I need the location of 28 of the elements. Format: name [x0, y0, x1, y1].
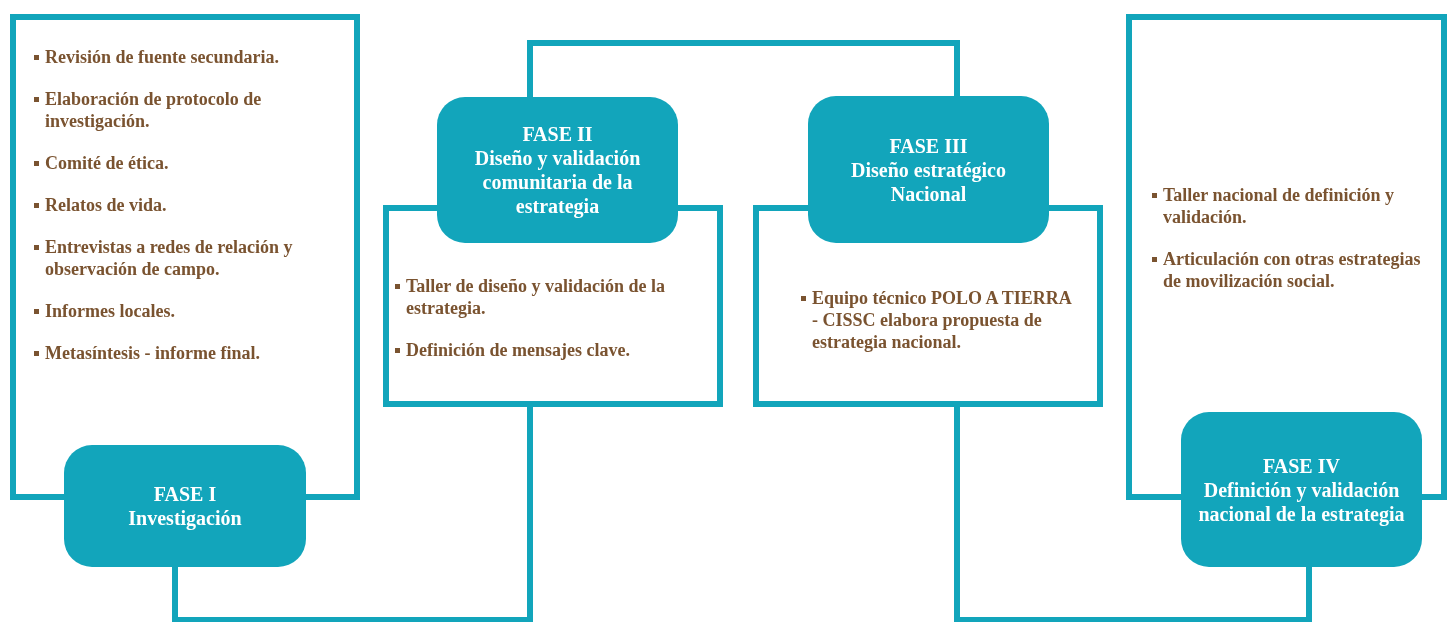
phase-badge	[808, 96, 1049, 243]
activity-text: Metasíntesis - informe final.	[45, 342, 260, 364]
connector-line	[954, 407, 1312, 622]
phase-title: FASE IV	[1263, 453, 1340, 478]
phase-title: FASE I	[153, 482, 217, 506]
phase-badge	[64, 445, 306, 567]
phase-title: FASE II	[522, 122, 593, 146]
activity-text: Articulación con otras estrategias de movilización social.	[1163, 248, 1422, 292]
phase-name: Definición y validación nacional de la estrategia	[1197, 477, 1406, 526]
connector-line	[172, 407, 533, 622]
activity-text: Taller nacional de definición y validación.	[1163, 184, 1396, 228]
phase-name: Investigación	[128, 506, 242, 530]
phase-badge	[437, 97, 678, 243]
phase-name: Diseño y validación comunitaria de la estrategia	[473, 146, 642, 218]
activity-text: Entrevistas a redes de relación y observación de campo.	[45, 236, 294, 280]
connector-line	[527, 40, 960, 97]
activity-text: Relatos de vida.	[45, 194, 167, 216]
activity-text: Equipo técnico POLO A TIERRA - CISSC elabora propuesta de estrategia nacional.	[812, 287, 1071, 353]
phase-badge	[1181, 412, 1422, 567]
activity-text: Taller de diseño y validación de la estrategia.	[406, 275, 667, 319]
activity-text: Comité de ética.	[45, 152, 169, 174]
activity-text: Revisión de fuente secundaria.	[45, 46, 279, 68]
activity-text: Elaboración de protocolo de investigación.	[45, 88, 263, 132]
activity-box	[10, 14, 360, 500]
phase-name: Diseño estratégico Nacional	[850, 157, 1007, 206]
activity-text: Definición de mensajes clave.	[406, 339, 630, 361]
activity-text: Informes locales.	[45, 300, 175, 322]
phase-title: FASE III	[889, 133, 968, 158]
